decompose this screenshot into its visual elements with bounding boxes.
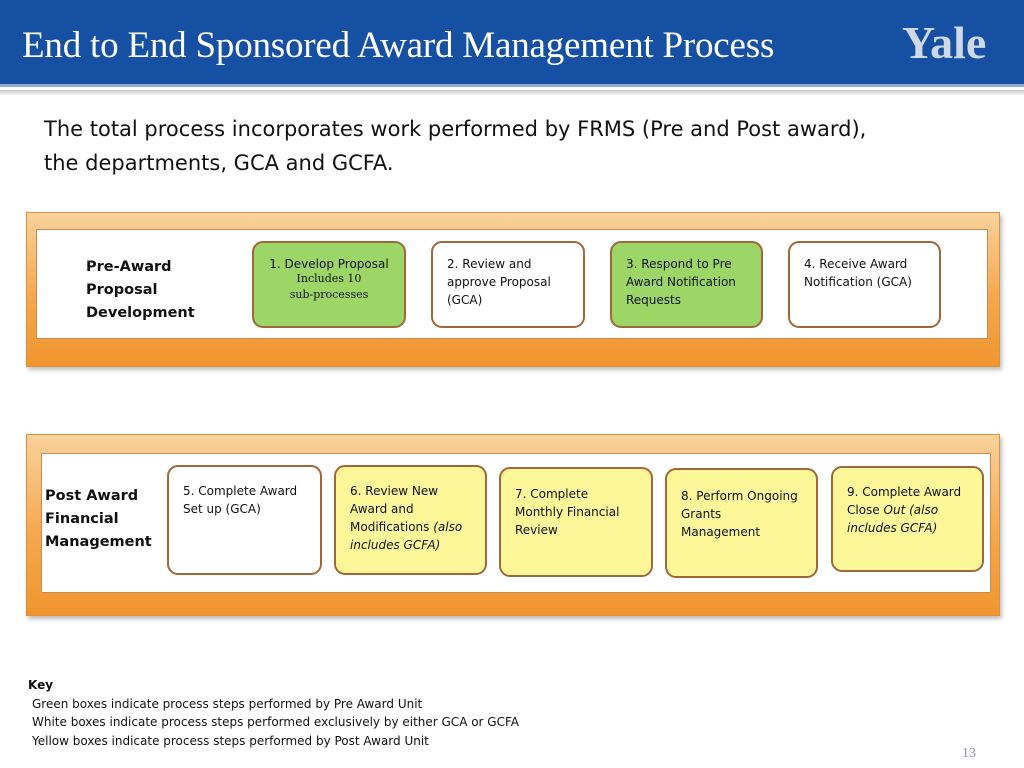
pre-award-label: Pre-Award Proposal Development xyxy=(86,259,195,321)
step-2-review-approve-proposal[interactable]: 2. Review and approve Proposal (GCA) xyxy=(431,241,585,328)
key-green-line: Green boxes indicate process steps perfo… xyxy=(32,696,423,711)
step-4-receive-award-notification[interactable]: 4. Receive Award Notification (GCA) xyxy=(788,241,941,328)
yale-logo: Yale xyxy=(902,17,987,68)
step-5-complete-award-setup[interactable]: 5. Complete Award Set up (GCA) xyxy=(167,465,322,575)
post-award-label: Post Award Financial Management xyxy=(45,488,152,550)
page-number: 13 xyxy=(962,746,976,761)
step-1-develop-proposal[interactable]: 1. Develop Proposal Includes 10 sub-proc… xyxy=(252,241,406,328)
key-title: Key xyxy=(28,678,54,692)
step-7-complete-monthly-review[interactable]: 7. Complete Monthly Financial Review xyxy=(499,467,653,577)
slide-title: End to End Sponsored Award Management Pr… xyxy=(22,25,775,66)
step-3-respond-pre-award-notification[interactable]: 3. Respond to Pre Award Notification Req… xyxy=(610,241,763,328)
key-white-line: White boxes indicate process steps perfo… xyxy=(32,715,519,729)
header-divider xyxy=(0,90,1024,96)
step-8-perform-ongoing-grants-management[interactable]: 8. Perform Ongoing Grants Management xyxy=(665,468,818,578)
key-yellow-line: Yellow boxes indicate process steps perf… xyxy=(32,733,429,748)
intro-text: The total process incorporates work perf… xyxy=(44,117,867,175)
slide-header: End to End Sponsored Award Management Pr… xyxy=(0,0,1024,87)
step-9-complete-award-closeout[interactable]: 9. Complete Award Close Out (also includ… xyxy=(831,466,984,572)
step-6-review-new-award[interactable]: 6. Review New Award and Modifications (a… xyxy=(334,465,487,575)
color-key: Key Green boxes indicate process steps p… xyxy=(28,676,519,750)
